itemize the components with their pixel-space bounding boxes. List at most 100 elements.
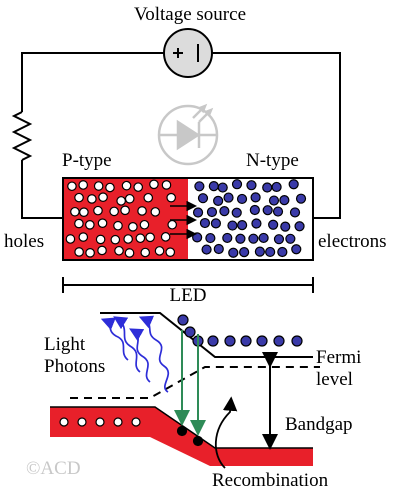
band-electron-dot — [256, 335, 268, 347]
electron-dot — [258, 232, 269, 244]
recombined-dot — [176, 425, 188, 437]
hole-dot — [97, 218, 108, 228]
electron-dot — [231, 179, 243, 190]
p-type-label: P-type — [62, 150, 112, 171]
electron-dot — [249, 204, 260, 216]
electron-dot — [205, 232, 216, 244]
bandgap-label: Bandgap — [285, 414, 353, 435]
holes-group — [65, 179, 178, 258]
hole-dot — [123, 234, 133, 244]
level-label: level — [316, 369, 353, 390]
electron-dot — [223, 192, 234, 203]
electron-dot — [250, 192, 261, 203]
electron-dot — [251, 218, 262, 229]
electron-dot — [248, 233, 259, 244]
band-electron-dot — [184, 326, 196, 338]
electron-dot — [227, 220, 238, 231]
led-label: LED — [170, 285, 207, 306]
hole-dot — [137, 206, 147, 216]
led-diode-symbol-icon — [157, 103, 219, 166]
electron-dot — [295, 193, 307, 204]
copyright-label: ©ACD — [26, 458, 81, 479]
band-hole-dot — [95, 417, 105, 427]
hole-dot — [85, 220, 95, 230]
hole-dot — [124, 248, 135, 258]
hole-dot — [120, 205, 130, 216]
band-electron-dot — [207, 335, 219, 347]
recombination-label: Recombination — [212, 470, 329, 491]
electron-dot — [222, 232, 233, 244]
hole-dot — [128, 222, 138, 232]
hole-dot — [70, 206, 80, 217]
hole-dot — [145, 232, 155, 243]
hole-dot — [74, 247, 84, 257]
resistor-zigzag-icon — [11, 111, 33, 161]
recombined-dot — [192, 435, 204, 447]
hole-dot — [139, 219, 150, 230]
electron-dot — [268, 195, 280, 206]
hole-dot — [143, 192, 154, 203]
electron-dot — [285, 233, 296, 244]
electrons-label: electrons — [318, 231, 387, 252]
band-hole-dot — [113, 417, 123, 427]
electron-dot — [213, 243, 224, 255]
hole-dot — [65, 234, 76, 244]
electron-dot — [268, 219, 279, 230]
photons-label: Photons — [44, 356, 105, 377]
hole-dot — [85, 248, 95, 258]
electron-dot — [265, 246, 276, 258]
hole-dot — [154, 246, 165, 256]
hole-dot — [167, 219, 178, 230]
hole-dot — [74, 218, 84, 229]
band-holes-group — [59, 417, 204, 447]
electron-dot — [291, 244, 302, 255]
hole-dot — [149, 179, 159, 190]
electron-dot — [294, 221, 305, 232]
hole-dot — [98, 192, 108, 203]
electron-dot — [289, 207, 301, 218]
electron-dot — [277, 246, 288, 258]
electron-dot — [217, 182, 228, 193]
recombination-pointer — [214, 396, 238, 469]
electron-dot — [288, 179, 299, 190]
hole-dot — [110, 234, 121, 245]
electron-dot — [280, 221, 291, 232]
band-hole-dot — [59, 417, 69, 427]
band-electron-dot — [224, 335, 236, 347]
circuit-wires — [21, 52, 341, 219]
n-type-label: N-type — [246, 150, 299, 171]
band-electron-dot — [240, 335, 252, 347]
hole-dot — [67, 181, 77, 192]
electron-dot — [199, 217, 211, 229]
hole-dot — [160, 232, 171, 242]
hole-dot — [166, 192, 176, 203]
electron-dot — [235, 233, 246, 244]
junction-arrows — [170, 200, 197, 240]
electron-dot — [236, 193, 248, 205]
hole-dot — [79, 207, 89, 217]
hole-dot — [150, 207, 161, 217]
light-photons — [100, 315, 170, 393]
hole-dot — [95, 234, 106, 245]
hole-dot — [105, 182, 115, 193]
band-hole-dot — [77, 417, 87, 427]
hole-dot — [114, 245, 124, 256]
holes-label: holes — [4, 231, 44, 252]
band-electrons-group — [177, 314, 303, 347]
hole-dot — [74, 192, 84, 203]
electron-dot — [279, 195, 290, 206]
hole-dot — [161, 180, 172, 190]
electron-dot — [201, 244, 212, 255]
electron-dot — [192, 207, 204, 218]
electron-dot — [262, 205, 273, 216]
hole-dot — [78, 180, 88, 190]
light-label: Light — [44, 334, 86, 355]
p-region — [63, 178, 188, 260]
hole-dot — [87, 194, 97, 204]
hole-dot — [113, 220, 123, 231]
voltage-source-label: Voltage source — [134, 4, 246, 25]
electron-dot — [228, 247, 239, 258]
led-dimension-bracket — [62, 277, 314, 293]
hole-dot — [121, 180, 132, 191]
